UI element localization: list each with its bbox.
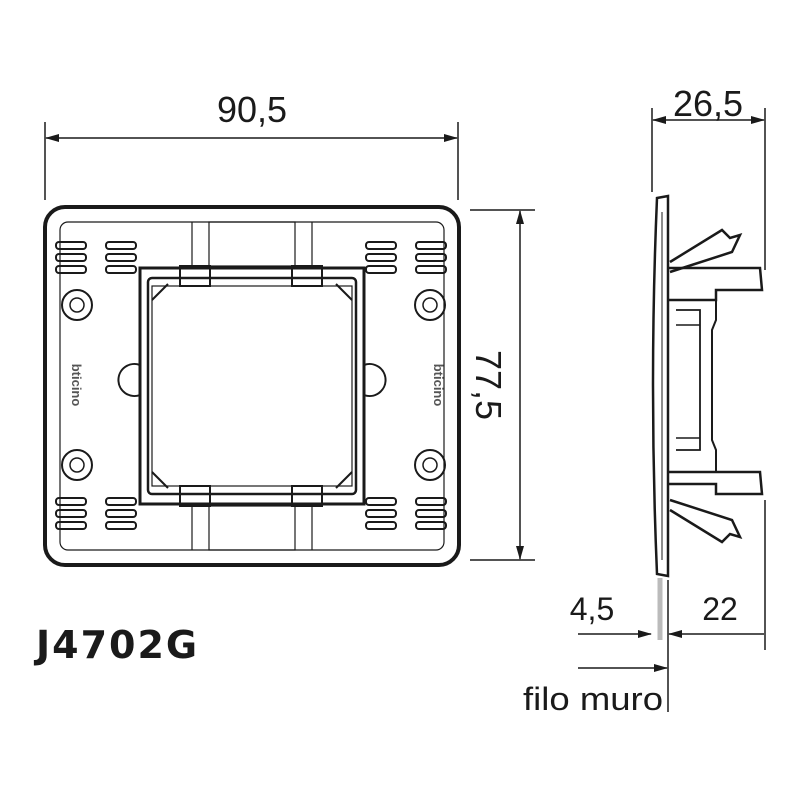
depth-label: 26,5: [673, 83, 743, 124]
brand-mark-right: bticino: [431, 364, 446, 407]
width-dimension: [44, 122, 459, 200]
front-offset-label: 4,5: [570, 591, 614, 627]
height-dimension: [470, 209, 535, 561]
frame-front-view: [43, 205, 461, 567]
depth-dimension: [651, 108, 766, 270]
rear-depth-label: 22: [702, 591, 738, 627]
brand-mark-left: bticino: [69, 364, 84, 407]
offset-dimensions: [578, 500, 766, 712]
product-code: J4702G: [33, 623, 199, 667]
height-label: 77,5: [468, 350, 509, 420]
width-label: 90,5: [217, 89, 287, 130]
wall-line-label: filo muro: [523, 681, 663, 717]
frame-side-view: [651, 194, 764, 578]
